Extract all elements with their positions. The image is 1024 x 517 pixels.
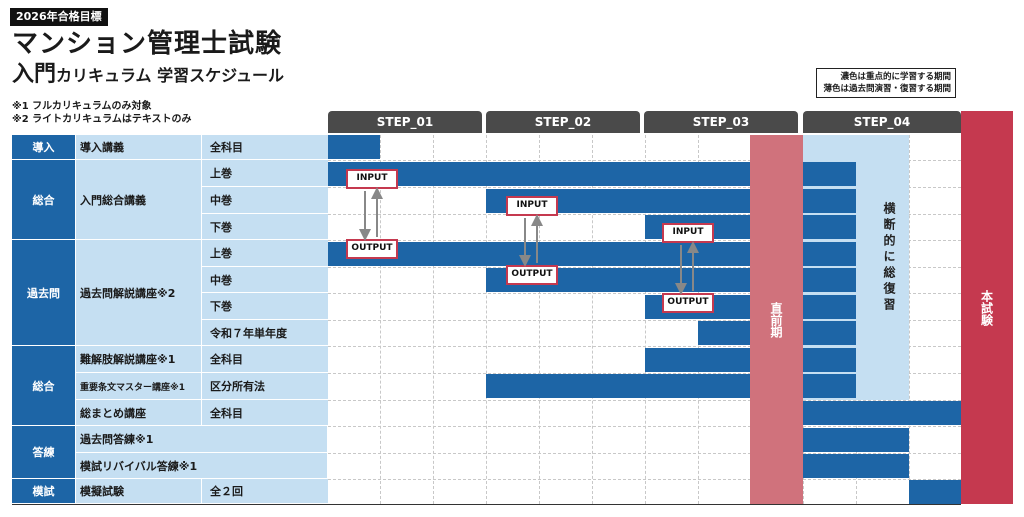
bar-revival	[803, 454, 909, 478]
output-marker-3: OUTPUT	[662, 293, 714, 313]
course-revival: 模試リバイバル答練※1	[76, 453, 328, 479]
part-moshi: 全２回	[202, 479, 328, 504]
bar-kako-1	[328, 242, 750, 266]
page-subtitle: 入門カリキュラム 学習スケジュール	[12, 62, 284, 89]
bar-nyumon-1-s4	[803, 162, 856, 186]
course-jubun: 重要条文マスター講座※1	[76, 373, 202, 400]
footnotes: ※1 フルカリキュラムのみ対象 ※2 ライトカリキュラムはテキストのみ	[12, 100, 192, 126]
honshiken-column: 本試験	[961, 111, 1013, 504]
category-toren: 答練	[12, 426, 76, 479]
step-tab-3: STEP_03	[644, 111, 798, 133]
part-intro: 全科目	[202, 135, 328, 160]
part-nyumon-3: 下巻	[202, 214, 328, 240]
bar-jubun	[486, 374, 750, 398]
bar-nankai	[645, 348, 750, 372]
bar-kako-1-s4	[803, 242, 856, 266]
part-nyumon-2: 中巻	[202, 187, 328, 214]
course-kakotoren: 過去問答練※1	[76, 426, 328, 453]
bar-kako-4	[698, 321, 750, 345]
part-kako-4: 令和７年単年度	[202, 320, 328, 346]
note-1: ※1 フルカリキュラムのみ対象	[12, 101, 152, 112]
page-title: マンション管理士試験	[12, 29, 283, 59]
step-tab-1: STEP_01	[328, 111, 482, 133]
bar-intro	[328, 135, 380, 159]
io-arrows	[359, 187, 699, 295]
bar-kakotoren	[803, 428, 909, 452]
bar-kako-2-s4	[803, 268, 856, 292]
output-marker-1: OUTPUT	[346, 239, 398, 259]
part-nankai: 全科目	[202, 346, 328, 373]
course-nankai: 難解肢解説講座※1	[76, 346, 202, 373]
bar-moshi	[909, 480, 961, 504]
category-moshi: 模試	[12, 479, 76, 504]
bar-nyumon-3-s4	[803, 215, 856, 239]
course-intro: 導入講義	[76, 135, 202, 160]
category-sogo-2: 総合	[12, 346, 76, 426]
bar-kako-4-s4	[803, 321, 856, 345]
note-2: ※2 ライトカリキュラムはテキストのみ	[12, 114, 192, 125]
subtitle-main: 入門	[12, 62, 57, 87]
legend-dark: 濃色は重点的に学習する期間	[840, 72, 951, 82]
goal-year-badge: 2026年合格目標	[10, 8, 108, 26]
table-bottom-rule	[12, 504, 961, 505]
part-matome: 全科目	[202, 400, 328, 426]
bar-kako-3-s4	[803, 295, 856, 319]
category-intro: 導入	[12, 135, 76, 160]
part-kako-1: 上巻	[202, 240, 328, 267]
chokuzen-period: 直前期	[750, 135, 803, 504]
category-kakomon: 過去問	[12, 240, 76, 346]
subtitle-rest: カリキュラム 学習スケジュール	[56, 66, 284, 85]
output-marker-2: OUTPUT	[506, 265, 558, 285]
bar-nyumon-2-s4	[803, 189, 856, 213]
step-tab-4: STEP_04	[803, 111, 961, 133]
part-nyumon-1: 上巻	[202, 160, 328, 187]
course-moshi: 模擬試験	[76, 479, 202, 504]
category-sogo: 総合	[12, 160, 76, 240]
course-kakomon: 過去問解説講座※2	[76, 240, 202, 346]
course-nyumon: 入門総合講義	[76, 160, 202, 240]
step-tab-2: STEP_02	[486, 111, 640, 133]
part-kako-2: 中巻	[202, 267, 328, 293]
color-legend: 濃色は重点的に学習する期間 薄色は過去問演習・復習する期間	[816, 68, 956, 98]
bar-jubun-s4	[803, 374, 856, 398]
part-jubun: 区分所有法	[202, 373, 328, 400]
course-matome: 総まとめ講座	[76, 400, 202, 426]
legend-light: 薄色は過去問演習・復習する期間	[823, 84, 951, 94]
bar-nyumon-1	[328, 162, 750, 186]
oudan-review-label: 横断的に総復習	[882, 202, 896, 314]
schedule-grid: 直前期 横断的に総復習 INPUT OUTPUT INPUT OUTPUT IN…	[328, 135, 961, 504]
part-kako-3: 下巻	[202, 293, 328, 320]
bar-nankai-s4	[803, 348, 856, 372]
bar-matome	[803, 401, 961, 425]
